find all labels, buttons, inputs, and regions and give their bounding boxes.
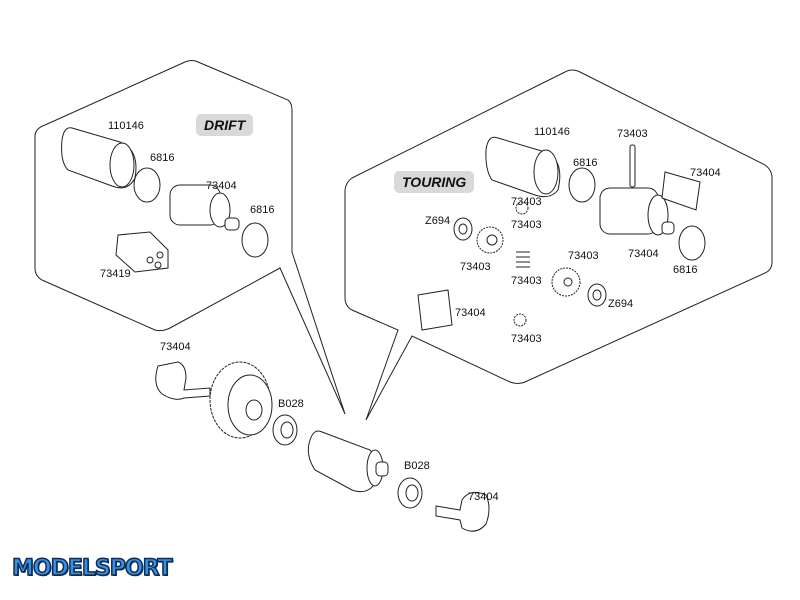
part-label: 73403 (511, 275, 542, 287)
touring-pin-73403 (629, 144, 636, 188)
part-label: 73403 (568, 250, 599, 262)
drift-bubble (34, 60, 346, 415)
outdrive-73404b (435, 491, 490, 532)
part-label: 73419 (100, 268, 131, 280)
modelsport-logo: MODELSPORT (11, 555, 173, 582)
touring-shim-73404 (661, 171, 701, 211)
part-label: 73403 (511, 333, 542, 345)
part-label: B028 (278, 398, 304, 410)
part-label: 6816 (150, 152, 175, 164)
touring-shim-73404b (417, 289, 453, 331)
part-label: Z694 (608, 298, 634, 310)
drift-title: DRIFT (196, 114, 254, 136)
drift-oring-6816b (241, 222, 269, 258)
touring-bubble (344, 69, 773, 421)
part-label: Z694 (425, 215, 451, 227)
part-label: 73403 (617, 128, 648, 140)
part-label: 73404 (628, 248, 659, 260)
part-label: 110146 (108, 120, 144, 132)
part-label: 6816 (250, 204, 275, 216)
diff-case (307, 430, 377, 493)
part-label: B028 (404, 460, 430, 472)
part-label: 73404 (206, 180, 237, 192)
touring-title: TOURING (394, 171, 475, 193)
part-label: 73404 (468, 491, 499, 503)
part-label: 73404 (160, 341, 191, 353)
touring-pinion-73403b (513, 313, 527, 327)
part-label: 73403 (511, 219, 542, 231)
touring-oring-6816b (678, 225, 706, 261)
part-label: 6816 (673, 264, 698, 276)
part-label: 6816 (573, 157, 598, 169)
part-label: 73404 (690, 167, 721, 179)
drift-oring-6816 (133, 167, 161, 203)
touring-pinion-73403 (515, 201, 529, 215)
part-label: 73403 (460, 261, 491, 273)
outdrive-73404 (155, 361, 211, 400)
part-label: 73404 (455, 307, 486, 319)
drift-spool-73419 (115, 231, 169, 273)
touring-spring-73403 (516, 251, 530, 268)
touring-oring-6816 (568, 167, 596, 203)
part-label: 73403 (511, 196, 542, 208)
part-label: 110146 (534, 126, 570, 138)
